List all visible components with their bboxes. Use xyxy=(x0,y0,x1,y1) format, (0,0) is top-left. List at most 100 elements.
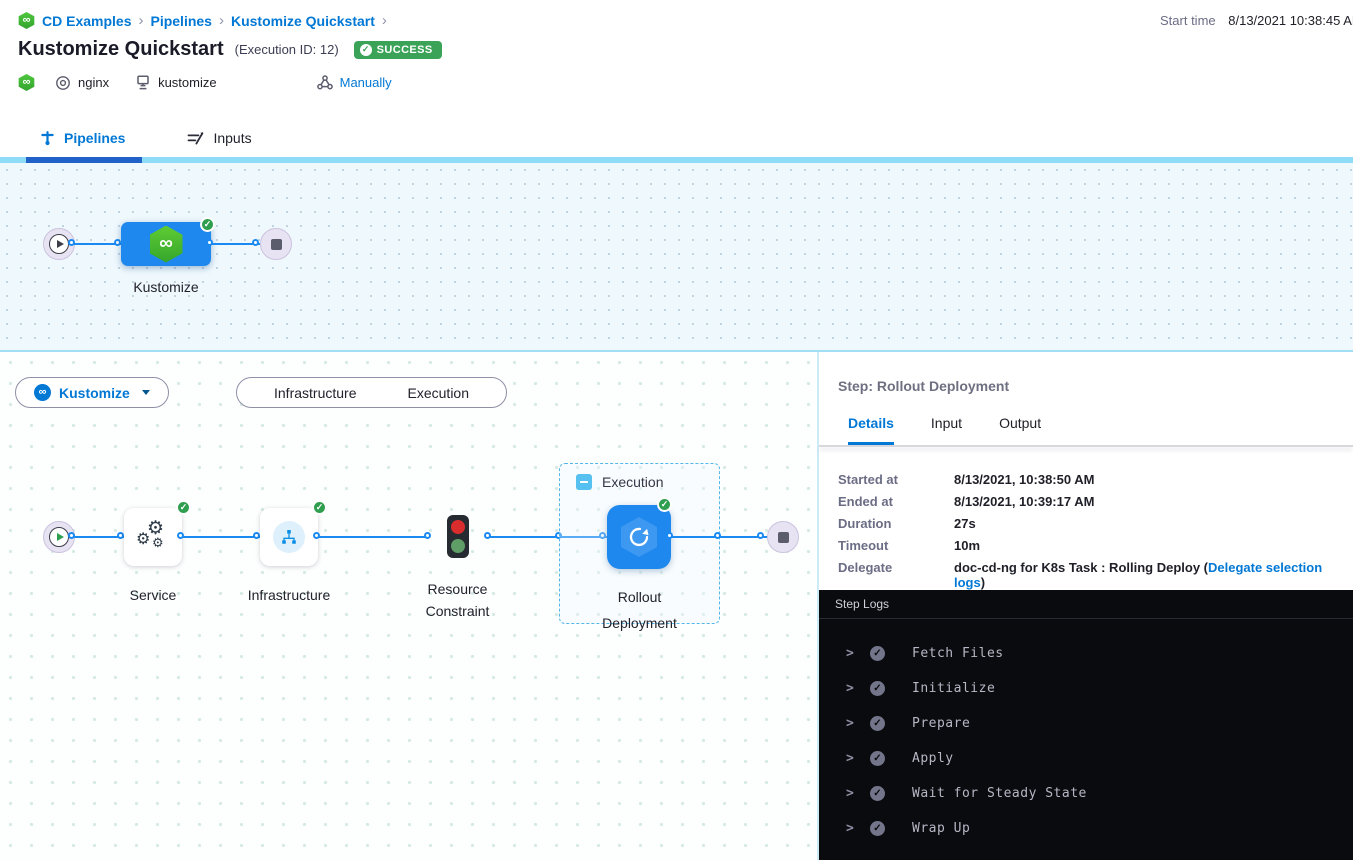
chevron-right-icon: › xyxy=(381,12,387,29)
chevron-right-icon[interactable]: > xyxy=(846,751,854,766)
connector-dot xyxy=(252,239,259,246)
connector-line xyxy=(182,536,260,538)
execution-end-node[interactable] xyxy=(767,521,799,553)
log-section-wrap-up[interactable]: > ✓ Wrap Up xyxy=(846,821,971,836)
page-header: Start time 8/13/2021 10:38:45 AM ∞ CD Ex… xyxy=(0,0,1353,113)
step-label-rollout-deployment: Rollout Deployment xyxy=(602,589,677,631)
success-check-icon: ✓ xyxy=(870,716,885,731)
tabbar-underline-active xyxy=(26,157,142,163)
connector-dot xyxy=(666,532,673,539)
pipeline-graph-canvas[interactable]: ∞ ✓ Kustomize xyxy=(0,163,1353,352)
chevron-right-icon[interactable]: > xyxy=(846,821,854,836)
tab-details[interactable]: Details xyxy=(848,415,894,445)
main-tabbar: Pipelines Inputs xyxy=(0,113,1353,163)
execution-id: (Execution ID: 12) xyxy=(234,42,339,57)
step-details-table: Started at 8/13/2021, 10:38:50 AM Ended … xyxy=(819,447,1353,590)
success-check-icon: ✓ xyxy=(200,217,215,232)
rollout-refresh-icon xyxy=(629,527,649,547)
chevron-right-icon[interactable]: > xyxy=(846,716,854,731)
connector-dot xyxy=(206,239,213,246)
log-section-wait-for-steady-state[interactable]: > ✓ Wait for Steady State xyxy=(846,786,1087,801)
success-check-icon: ✓ xyxy=(176,500,191,515)
execution-start-node[interactable] xyxy=(43,521,75,553)
connector-dot xyxy=(313,532,320,539)
step-label-infrastructure: Infrastructure xyxy=(247,587,331,603)
environment-name: kustomize xyxy=(158,75,217,90)
cd-module-icon: ∞ xyxy=(18,74,35,91)
log-section-apply[interactable]: > ✓ Apply xyxy=(846,751,954,766)
chevron-right-icon[interactable]: > xyxy=(846,681,854,696)
start-time-value: 8/13/2021 10:38:45 AM xyxy=(1228,13,1353,28)
success-check-icon: ✓ xyxy=(870,681,885,696)
tab-output[interactable]: Output xyxy=(999,415,1042,431)
execution-graph-canvas[interactable]: ∞ Kustomize Infrastructure Execution ⚙ ⚙… xyxy=(0,352,817,860)
connector-dot xyxy=(424,532,431,539)
connector-line xyxy=(211,243,260,245)
execution-group-text: Execution xyxy=(602,474,664,490)
status-badge: ✓ SUCCESS xyxy=(353,40,442,59)
toggle-execution[interactable]: Execution xyxy=(407,384,469,401)
chevron-right-icon[interactable]: > xyxy=(846,786,854,801)
breadcrumb-pipelines[interactable]: Pipelines xyxy=(150,12,212,29)
success-check-icon: ✓ xyxy=(870,821,885,836)
step-node-infrastructure[interactable] xyxy=(260,508,318,566)
detail-row-delegate: Delegate doc-cd-ng for K8s Task : Rollin… xyxy=(838,560,1323,590)
log-section-initialize[interactable]: > ✓ Initialize xyxy=(846,681,996,696)
step-panel-tabs: Details Input Output xyxy=(819,415,1353,445)
tab-inputs[interactable]: Inputs xyxy=(187,130,252,146)
tab-pipelines[interactable]: Pipelines xyxy=(40,130,125,146)
detail-row-started-at: Started at 8/13/2021, 10:38:50 AM xyxy=(838,472,1095,487)
service-gears-icon: ⚙ ⚙ ⚙ xyxy=(136,518,165,550)
page-title: Kustomize Quickstart xyxy=(18,38,224,60)
cd-stage-icon: ∞ xyxy=(34,384,51,401)
tab-pipelines-label: Pipelines xyxy=(64,130,126,146)
service-icon xyxy=(56,75,70,90)
connector-dot xyxy=(484,532,491,539)
play-icon xyxy=(49,527,69,547)
step-node-resource-constraint[interactable] xyxy=(447,515,469,558)
success-check-icon: ✓ xyxy=(870,751,885,766)
chevron-right-icon[interactable]: > xyxy=(846,646,854,661)
connector-dot xyxy=(714,532,721,539)
step-node-rollout-deployment[interactable] xyxy=(607,505,671,569)
connector-dot xyxy=(177,532,184,539)
breadcrumb-kustomize-quickstart[interactable]: Kustomize Quickstart xyxy=(230,12,375,29)
breadcrumb-cd-examples[interactable]: CD Examples xyxy=(42,12,132,29)
log-section-prepare[interactable]: > ✓ Prepare xyxy=(846,716,971,731)
success-check-icon: ✓ xyxy=(870,646,885,661)
connector-line xyxy=(490,536,607,538)
chevron-down-icon xyxy=(141,390,150,395)
breadcrumb: ∞ CD Examples › Pipelines › Kustomize Qu… xyxy=(18,12,1353,29)
stage-label: Kustomize xyxy=(133,279,199,295)
cd-module-icon: ∞ xyxy=(18,12,35,29)
trigger-tag: Manually xyxy=(316,75,392,90)
connector-line xyxy=(74,536,124,538)
step-logs-header: Step Logs xyxy=(819,590,1353,619)
connector-dot xyxy=(114,239,121,246)
step-node-service[interactable]: ⚙ ⚙ ⚙ xyxy=(124,508,182,566)
delegate-selection-logs-link[interactable]: Delegate selection logs xyxy=(954,560,1323,590)
stage-selector-label: Kustomize xyxy=(59,384,130,401)
tab-inputs-label: Inputs xyxy=(213,130,252,146)
chevron-right-icon: › xyxy=(138,12,144,29)
success-check-icon: ✓ xyxy=(312,500,327,515)
log-section-fetch-files[interactable]: > ✓ Fetch Files xyxy=(846,646,1004,661)
stage-selector-dropdown[interactable]: ∞ Kustomize xyxy=(15,377,169,408)
pipeline-start-node[interactable] xyxy=(43,228,75,260)
collapse-minus-icon[interactable] xyxy=(576,474,592,490)
step-label-service: Service xyxy=(129,587,177,603)
check-icon: ✓ xyxy=(359,43,372,56)
detail-row-timeout: Timeout 10m xyxy=(838,538,981,553)
stage-node-kustomize[interactable]: ∞ xyxy=(121,222,211,266)
stop-icon xyxy=(777,531,789,543)
pipeline-end-node[interactable] xyxy=(260,228,292,260)
tab-input[interactable]: Input xyxy=(930,415,963,431)
status-badge-label: SUCCESS xyxy=(376,43,433,56)
connector-line xyxy=(318,536,430,538)
inputs-icon xyxy=(188,132,204,145)
start-time: Start time 8/13/2021 10:38:45 AM xyxy=(1160,13,1353,28)
detail-row-ended-at: Ended at 8/13/2021, 10:39:17 AM xyxy=(838,494,1095,509)
trigger-webhook-icon xyxy=(316,75,333,90)
toggle-infrastructure[interactable]: Infrastructure xyxy=(274,384,357,401)
trigger-manually-link[interactable]: Manually xyxy=(339,75,392,90)
